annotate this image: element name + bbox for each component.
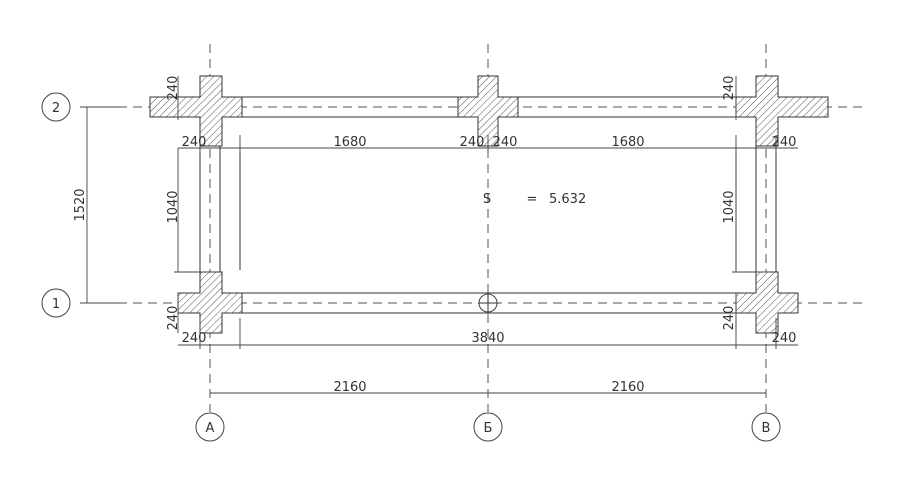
area-symbol: S xyxy=(483,192,491,207)
axis-bubble-A: А xyxy=(195,412,225,442)
dimension-lines xyxy=(80,76,798,394)
center-marker xyxy=(478,293,498,313)
dim-axis-span-right: 2160 xyxy=(611,380,644,395)
dim-240-top-left: 240 xyxy=(182,135,207,150)
footing-A1 xyxy=(177,271,243,334)
footing-B2 xyxy=(457,75,519,147)
dim-axis-span-left: 2160 xyxy=(333,380,366,395)
axis-bubble-V: В xyxy=(751,412,781,442)
dim-240-top-mid-left: 240 xyxy=(460,135,485,150)
dim-total-bottom: 3840 xyxy=(471,331,504,346)
axis-label-1: 1 xyxy=(52,297,60,312)
dim-240-top-mid-right: 240 xyxy=(493,135,518,150)
area-equals: = xyxy=(527,192,538,207)
dim-240-bottom-left: 240 xyxy=(182,331,207,346)
dimension-labels: 240 1680 240 240 1680 240 240 3840 240 2… xyxy=(73,76,796,395)
axis-label-2: 2 xyxy=(52,101,60,116)
area-value: 5.632 xyxy=(549,192,586,207)
dim-240-vert-bottom-left: 240 xyxy=(166,306,181,331)
dim-240-top-right: 240 xyxy=(772,135,797,150)
footing-A2 xyxy=(149,75,243,147)
dim-span-left: 1680 xyxy=(333,135,366,150)
dim-240-vert-top-right: 240 xyxy=(722,76,737,101)
dim-inner-height-left: 1040 xyxy=(166,190,181,223)
axis-bubbles: А Б В 1 2 xyxy=(41,92,781,442)
dim-240-vert-top-left: 240 xyxy=(166,76,181,101)
axis-bubble-1: 1 xyxy=(41,288,71,318)
dim-240-vert-bottom-right: 240 xyxy=(722,306,737,331)
area-annotation: S = 5.632 xyxy=(483,192,586,207)
dim-inner-height-right: 1040 xyxy=(722,190,737,223)
axis-label-B: Б xyxy=(484,421,493,436)
footing-V1 xyxy=(735,271,799,334)
dim-vertical-height: 1520 xyxy=(73,188,88,221)
axis-bubble-2: 2 xyxy=(41,92,71,122)
footings xyxy=(149,75,829,334)
dim-240-bottom-right: 240 xyxy=(772,331,797,346)
axis-label-V: В xyxy=(762,421,771,436)
axis-label-A: А xyxy=(206,421,215,436)
dim-span-right: 1680 xyxy=(611,135,644,150)
axis-bubble-B: Б xyxy=(473,412,503,442)
